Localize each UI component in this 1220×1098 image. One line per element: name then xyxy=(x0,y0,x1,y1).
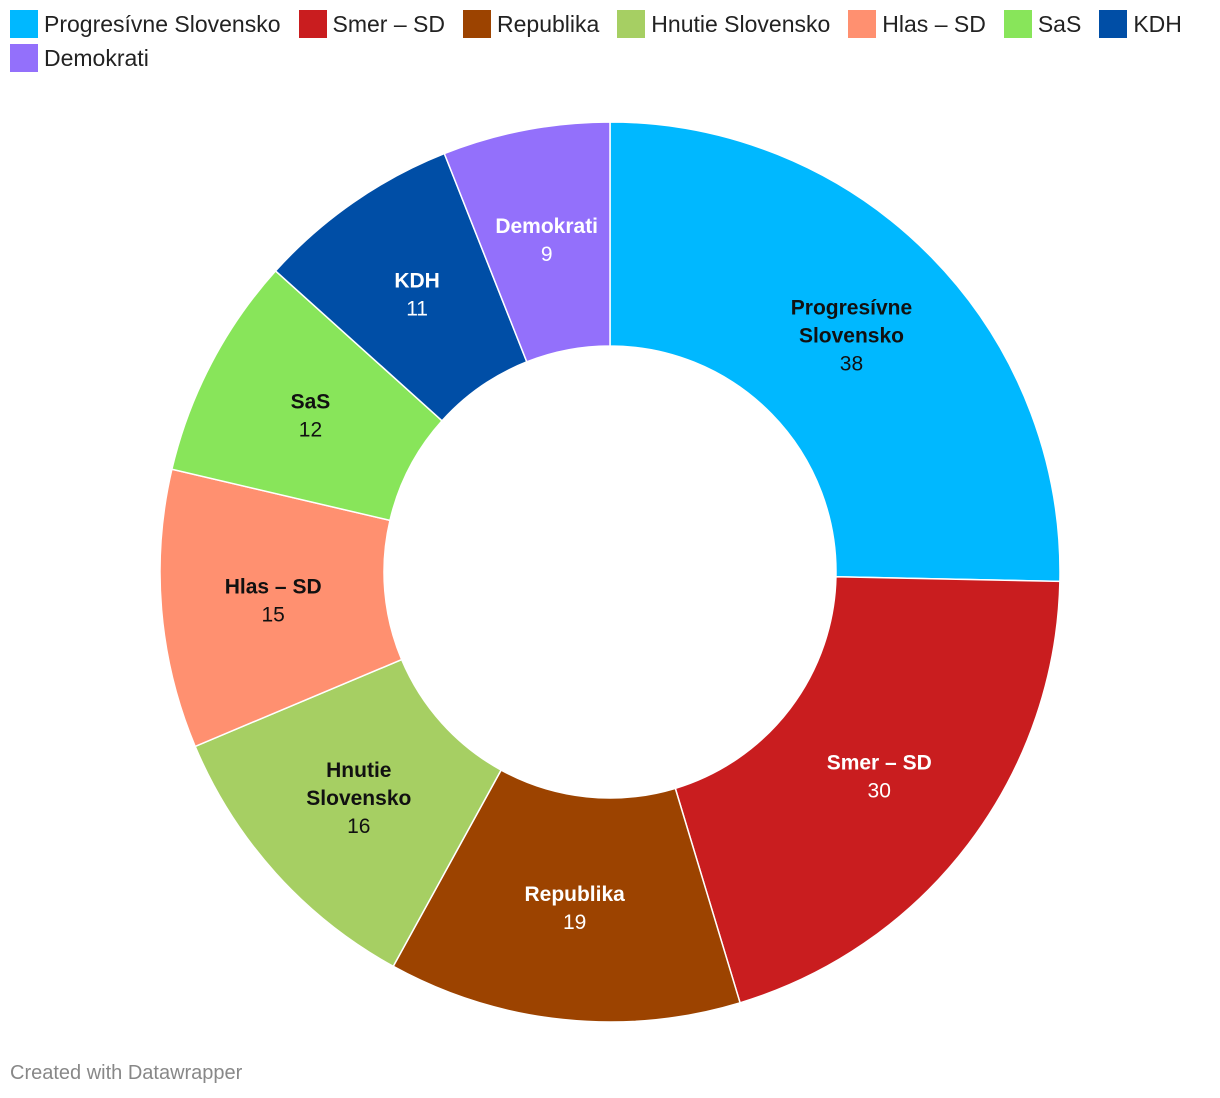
slice-progresivne-slovensko xyxy=(609,121,1061,583)
legend-label: Demokrati xyxy=(44,44,149,71)
legend-swatch xyxy=(463,10,491,38)
legend-label: Republika xyxy=(497,10,600,37)
slice-value: 38 xyxy=(840,353,863,376)
slice-label-name: Republika xyxy=(524,883,625,906)
slice-label-name: KDH xyxy=(394,269,440,292)
slice-value: 12 xyxy=(299,418,322,441)
legend-label: Smer – SD xyxy=(332,10,445,37)
slice-value: 9 xyxy=(541,243,553,266)
slice-label-demokrati: Demokrati 9 xyxy=(495,215,598,266)
slice-label-name: Slovensko xyxy=(799,325,904,348)
slice-value: 30 xyxy=(868,779,891,802)
slice-label-name: Hnutie xyxy=(326,759,391,782)
legend-item-demokrati: Demokrati xyxy=(10,44,149,72)
legend-item-smer-sd: Smer – SD xyxy=(298,10,445,38)
slice-label-smer-sd: Smer – SD 30 xyxy=(827,751,932,802)
legend-item-republika: Republika xyxy=(463,10,599,38)
slice-label-kdh: KDH 11 xyxy=(394,269,440,320)
slice-label-name: Progresívne xyxy=(791,297,912,320)
slice-label-name: Smer – SD xyxy=(827,751,932,774)
legend-item-sas: SaS xyxy=(1003,10,1082,38)
slice-label-name: Hlas – SD xyxy=(225,575,322,598)
slice-value: 11 xyxy=(406,297,428,320)
legend-swatch xyxy=(298,10,327,38)
legend-label: Progresívne Slovensko xyxy=(44,10,281,37)
legend-item-kdh: KDH xyxy=(1099,10,1182,38)
legend-swatch xyxy=(848,10,877,38)
legend-label: KDH xyxy=(1133,10,1182,37)
slice-demokrati xyxy=(443,121,611,363)
legend-swatch xyxy=(10,44,38,72)
slice-value: 15 xyxy=(262,603,285,626)
legend-label: Hnutie Slovensko xyxy=(651,10,831,37)
slice-label-republika: Republika 19 xyxy=(524,883,625,934)
legend-swatch xyxy=(1099,10,1128,38)
slice-value: 19 xyxy=(563,911,586,934)
slice-hnutie-slovensko xyxy=(194,658,503,968)
slice-label-hlas-sd: Hlas – SD 15 xyxy=(225,575,322,626)
slice-republika xyxy=(392,769,741,1023)
legend-swatch xyxy=(1003,10,1032,38)
legend-item-hlas-sd: Hlas – SD xyxy=(848,10,986,38)
slice-label-sas: SaS 12 xyxy=(291,390,331,441)
datawrapper-credit: Created with Datawrapper xyxy=(10,1062,243,1084)
legend-swatch xyxy=(10,10,38,38)
slice-smer-sd xyxy=(674,575,1061,1004)
legend-label: SaS xyxy=(1037,10,1082,37)
chart-legend: Progresívne Slovensko Smer – SD Republika H… xyxy=(10,10,1215,72)
slice-label-name: SaS xyxy=(291,390,331,413)
slice-label-name: Slovensko xyxy=(306,787,411,810)
slice-value: 16 xyxy=(347,815,370,838)
legend-item-hnutie-slovensko: Hnutie Slovensko xyxy=(617,10,830,38)
slice-label-name: Demokrati xyxy=(495,215,598,238)
donut-slices xyxy=(159,121,1061,1023)
legend-label: Hlas – SD xyxy=(882,10,986,37)
legend-swatch xyxy=(617,10,646,38)
legend-item-progresivne-slovensko: Progresívne Slovensko xyxy=(10,10,281,38)
